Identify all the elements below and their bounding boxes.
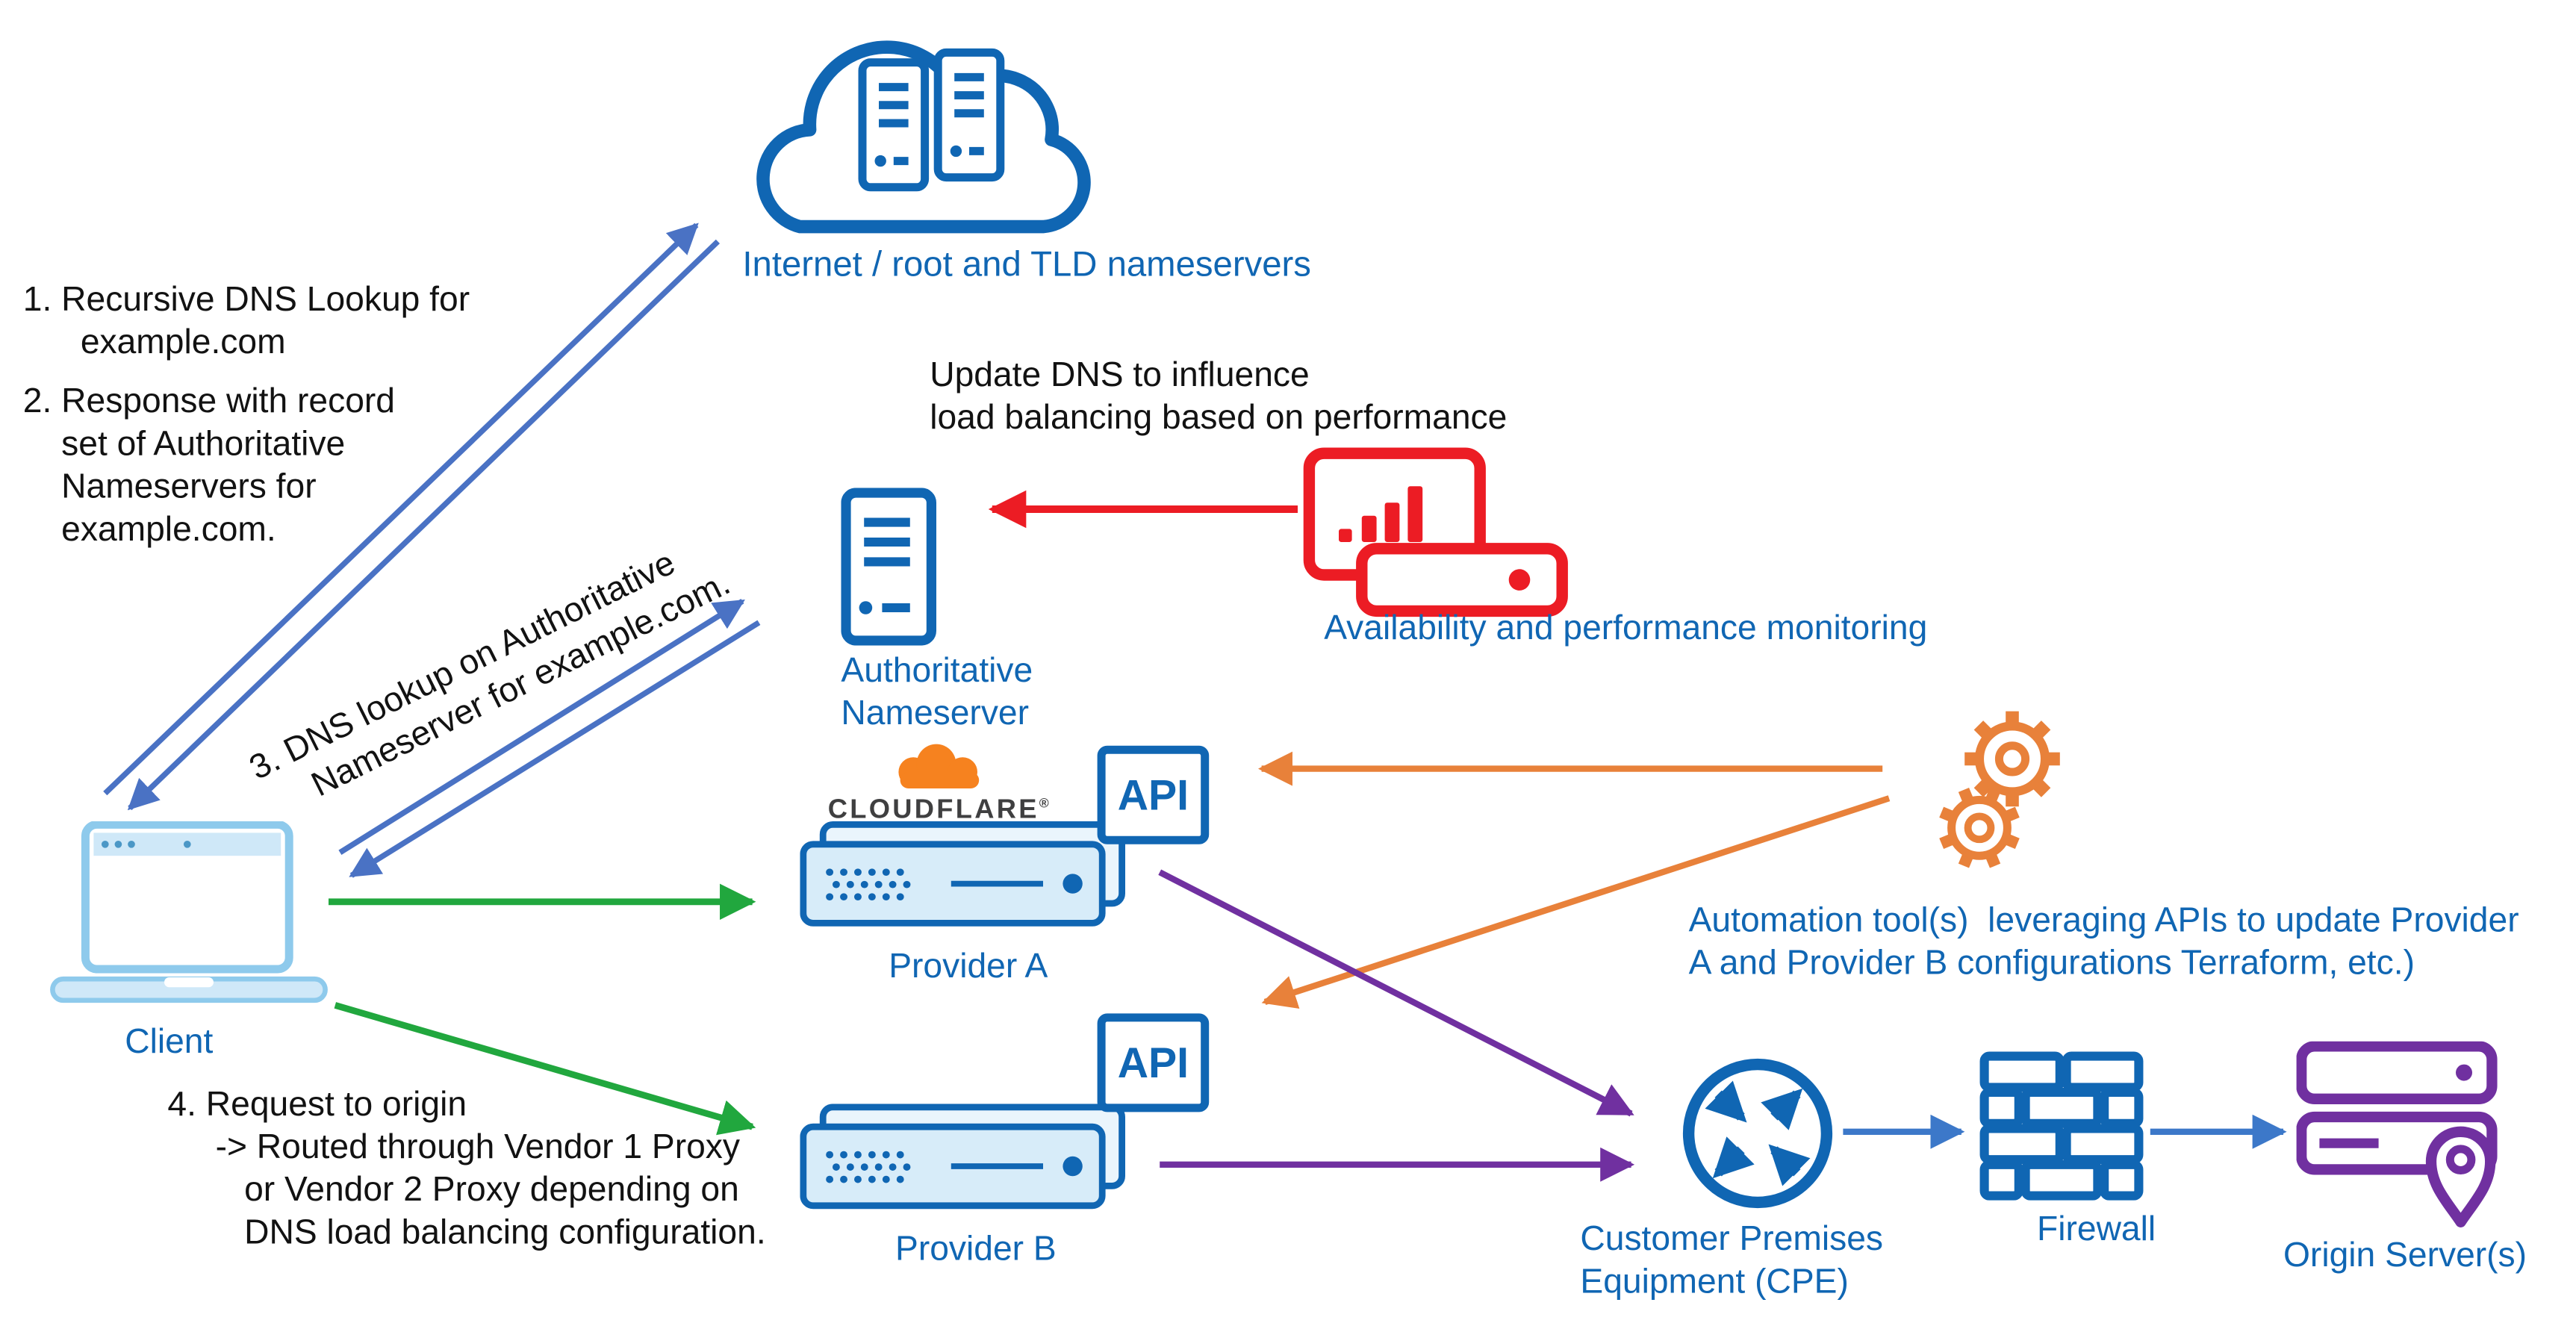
- provider-a-appliance-icon: [800, 821, 1126, 927]
- api-box-provider-b: API: [1097, 1013, 1210, 1112]
- authoritative-nameserver-label: Authoritative Nameserver: [841, 652, 1033, 733]
- annotation-step2: 2. Response with record set of Authorita…: [22, 382, 395, 549]
- monitoring-label: Availability and performance monitoring: [1324, 609, 1928, 647]
- firewall-label: Firewall: [2037, 1210, 2156, 1248]
- origin-servers-label: Origin Server(s): [2283, 1236, 2527, 1275]
- provider-a-label: Provider A: [889, 947, 1048, 986]
- arrow-authns-to-client: [349, 620, 761, 878]
- cpe-label: Customer Premises Equipment (CPE): [1580, 1220, 1884, 1301]
- arrow-client-to-internet: [103, 222, 699, 796]
- arrow-client-to-provider-b: [334, 1002, 756, 1136]
- provider-b-label: Provider B: [895, 1230, 1057, 1269]
- arrow-automation-to-api-b: [1261, 795, 1891, 1009]
- annotation-update-dns: Update DNS to influence load balancing b…: [930, 356, 1508, 438]
- api-box-provider-a: API: [1097, 745, 1210, 844]
- arrow-internet-to-client: [127, 239, 720, 811]
- annotation-step1: 1. Recursive DNS Lookup for example.com: [22, 281, 470, 361]
- client-laptop-icon: [50, 821, 328, 1003]
- cloudflare-cloud-icon: [898, 744, 980, 788]
- arrow-client-to-authns: [338, 599, 745, 855]
- client-label: Client: [125, 1023, 214, 1062]
- arrow-provider-a-to-cpe: [1158, 869, 1634, 1117]
- cloudflare-logo: CLOUDFLARE®: [816, 742, 1063, 826]
- automation-gears-icon: [1939, 711, 2060, 868]
- monitoring-icon: [1303, 447, 1568, 617]
- annotation-step4: 4. Request to origin -> Routed through V…: [167, 1086, 766, 1252]
- origin-servers-icon: [2296, 1041, 2498, 1227]
- automation-label: Automation tool(s) leveraging APIs to up…: [1688, 901, 2519, 983]
- internet-cloud-icon: [756, 40, 1091, 234]
- cloudflare-brand-text: CLOUDFLARE®: [827, 794, 1052, 825]
- cpe-icon: [1682, 1058, 1833, 1209]
- firewall-icon: [1979, 1051, 2144, 1201]
- provider-b-appliance-icon: [800, 1104, 1126, 1210]
- authoritative-nameserver-icon: [841, 488, 936, 646]
- internet-label: Internet / root and TLD nameservers: [742, 244, 1311, 284]
